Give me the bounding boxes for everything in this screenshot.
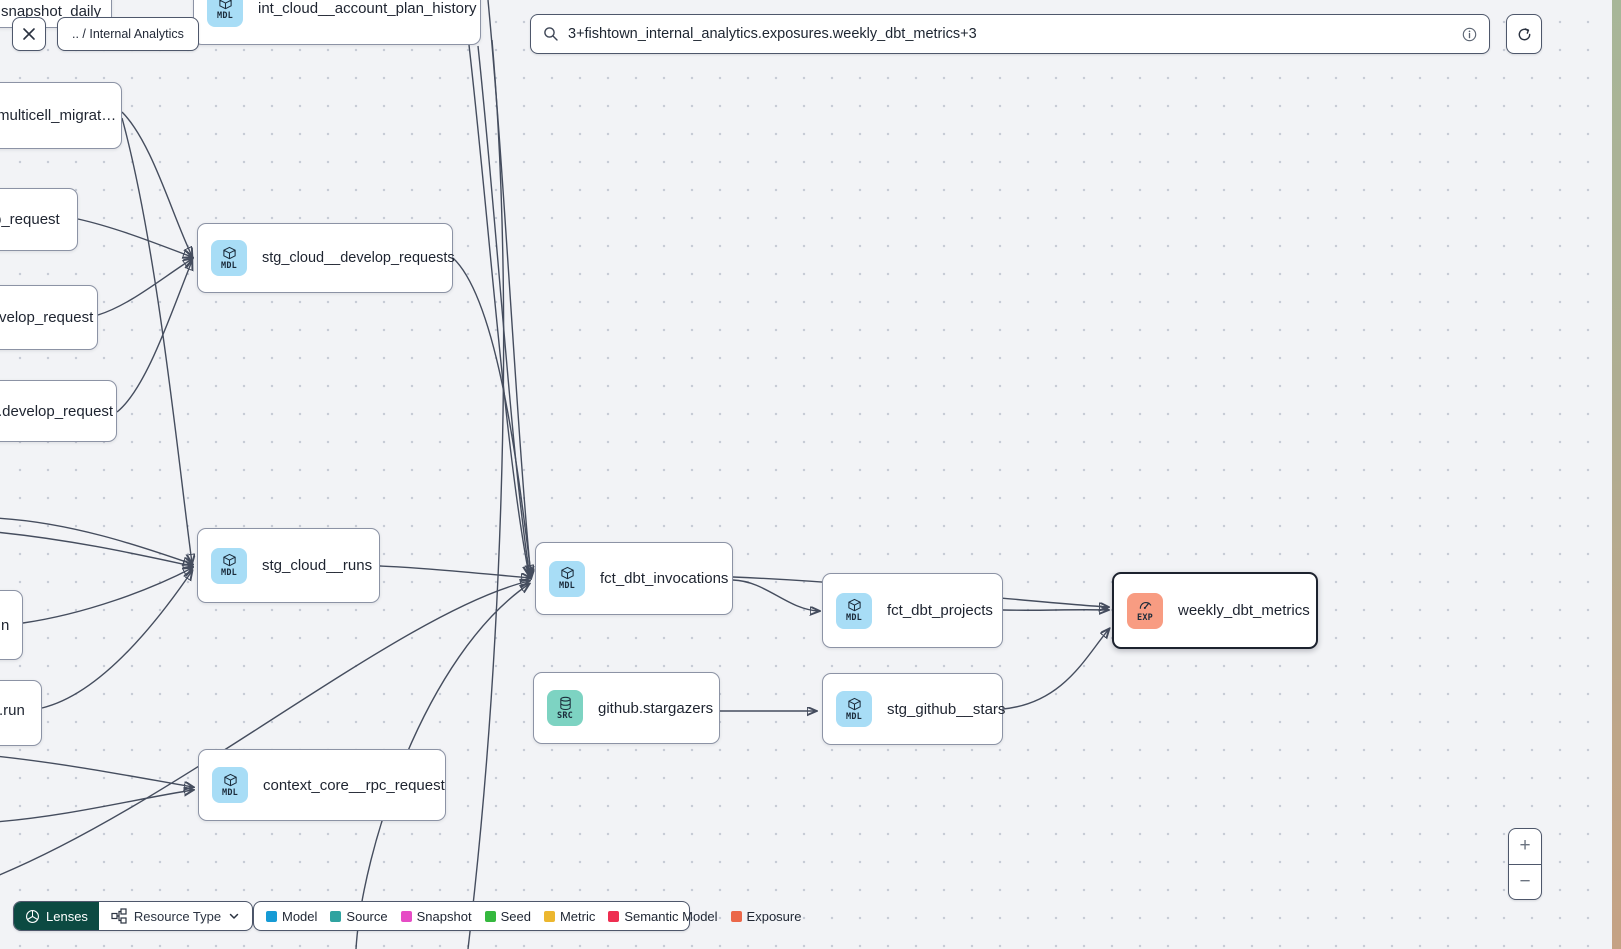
legend-swatch — [484, 910, 496, 922]
lineage-edge — [732, 579, 819, 611]
lineage-edge — [0, 790, 193, 823]
lineage-edge — [121, 111, 192, 256]
lenses-button[interactable]: Lenses — [14, 902, 99, 930]
model-badge: MDL — [211, 240, 247, 276]
node-fct-dbt-invocations[interactable]: MDL fct_dbt_invocations — [535, 542, 733, 615]
node-p-request[interactable]: p_request — [0, 188, 78, 251]
lineage-edge — [116, 261, 192, 413]
lineage-edge — [41, 571, 192, 709]
legend-item-semantic-model: Semantic Model — [608, 909, 718, 924]
chevron-down-icon — [229, 913, 239, 919]
resource-type-dropdown[interactable]: Resource Type — [99, 902, 252, 930]
cube-icon — [847, 598, 861, 612]
legend-item-metric: Metric — [543, 909, 595, 924]
source-badge: SRC — [547, 690, 583, 726]
refresh-icon — [1518, 27, 1530, 40]
model-badge: MDL — [836, 691, 872, 727]
node-develop-request[interactable]: .develop_request — [0, 380, 117, 442]
database-icon — [559, 696, 571, 710]
model-badge: MDL — [212, 767, 248, 803]
lineage-edge — [0, 517, 192, 564]
lineage-edge — [467, 39, 505, 949]
legend-item-source: Source — [330, 909, 388, 924]
cube-icon — [847, 697, 861, 710]
legend-item-seed: Seed — [484, 909, 531, 924]
model-badge: MDL — [207, 0, 243, 27]
lineage-edge — [121, 117, 192, 563]
info-icon[interactable] — [1462, 27, 1477, 42]
search-bar[interactable] — [530, 14, 1490, 54]
desktop-wallpaper-strip — [1612, 0, 1621, 949]
lenses-icon — [26, 909, 39, 923]
legend-swatch — [730, 910, 742, 922]
zoom-in-button[interactable]: + — [1509, 829, 1541, 865]
node-context-core-rpc-request[interactable]: MDL context_core__rpc_request — [198, 749, 446, 821]
cube-icon — [222, 246, 236, 259]
zoom-out-button[interactable]: − — [1519, 870, 1531, 892]
lineage-edge — [452, 257, 531, 574]
legend-swatch — [543, 910, 555, 922]
cube-icon — [218, 0, 232, 10]
legend-item-model: Model — [266, 909, 317, 924]
model-badge: MDL — [211, 547, 247, 584]
zoom-controls: + − — [1508, 828, 1542, 900]
lineage-edge — [0, 531, 192, 566]
lineage-edge — [477, 45, 530, 577]
resource-type-icon — [111, 908, 127, 924]
cube-icon — [560, 566, 574, 580]
legend-item-exposure: Exposure — [730, 909, 801, 924]
gauge-icon — [1139, 601, 1151, 609]
lineage-edge — [468, 44, 529, 575]
node-fct-dbt-projects[interactable]: MDL fct_dbt_projects — [822, 573, 1003, 648]
search-icon — [544, 27, 558, 41]
legend-swatch — [266, 910, 277, 922]
model-badge: MDL — [836, 592, 872, 629]
lineage-edge — [487, 0, 531, 578]
node-run-partial[interactable]: .run — [0, 680, 42, 746]
node-n-partial[interactable]: n — [0, 590, 23, 660]
legend-swatch — [608, 910, 620, 922]
lineage-edge — [77, 218, 192, 257]
cube-icon — [222, 553, 236, 567]
breadcrumb[interactable]: .. / Internal Analytics — [57, 17, 199, 51]
node-weekly-dbt-metrics[interactable]: EXP weekly_dbt_metrics — [1112, 572, 1318, 649]
search-input[interactable] — [568, 26, 1462, 42]
refresh-button[interactable] — [1506, 14, 1542, 54]
close-button[interactable] — [12, 17, 46, 51]
close-icon — [23, 28, 35, 40]
lineage-edge — [97, 259, 192, 316]
node-stg-github-stars[interactable]: MDL stg_github__stars — [822, 673, 1005, 745]
lineage-edge — [0, 581, 529, 876]
model-badge: MDL — [549, 560, 585, 597]
node-int-cloud-account-plan-history[interactable]: MDL int_cloud__account_plan_history — [193, 0, 481, 45]
lineage-edge — [1002, 629, 1109, 710]
lineage-edge — [1002, 610, 1108, 611]
lineage-edge — [379, 565, 530, 578]
node-stg-cloud-runs[interactable]: MDL stg_cloud__runs — [197, 528, 380, 603]
legend-item-snapshot: Snapshot — [400, 909, 472, 924]
exposure-badge: EXP — [1127, 592, 1163, 629]
lineage-edge — [22, 568, 192, 624]
resource-type-legend: Model Source Snapshot Seed Metric Semant… — [253, 901, 801, 931]
node-stg-cloud-develop-requests[interactable]: MDL stg_cloud__develop_requests — [197, 223, 455, 293]
lenses-control-group: Lenses Resource Type — [13, 901, 254, 931]
node-velop-request[interactable]: velop_request — [0, 285, 98, 350]
legend-swatch — [400, 910, 412, 922]
legend-swatch — [330, 910, 342, 922]
node-github-stargazers[interactable]: SRC github.stargazers — [533, 672, 720, 744]
cube-icon — [223, 773, 237, 786]
lineage-edge — [0, 755, 193, 787]
node-multicell-migration[interactable]: multicell_migrat… — [0, 82, 122, 149]
